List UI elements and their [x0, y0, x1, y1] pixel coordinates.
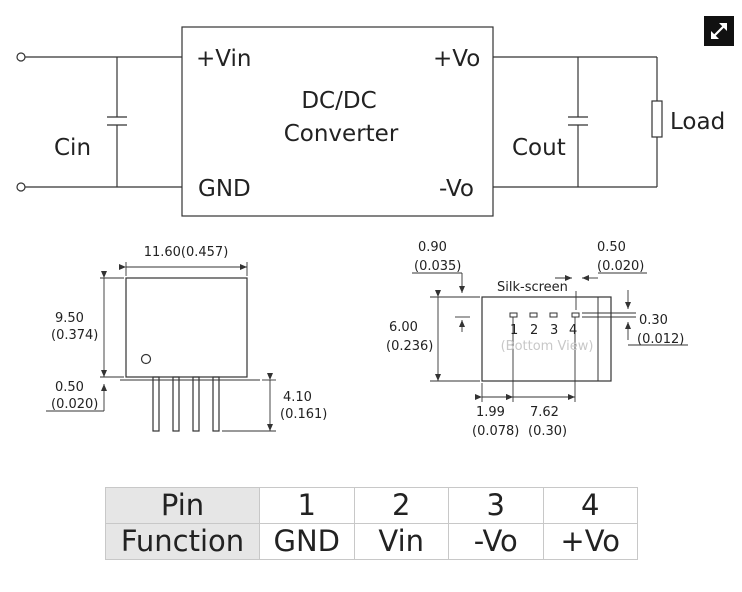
bottom-pin-thick-dim-in: (0.012)	[637, 332, 684, 347]
load-resistor	[651, 57, 663, 187]
pin-number-cell: 4	[542, 487, 638, 524]
pin-function-cell: +Vo	[542, 523, 638, 560]
pin-number-cell: 1	[259, 487, 355, 524]
side-pin-length-dim-in: (0.161)	[280, 407, 327, 422]
vo-plus-label: +Vo	[433, 46, 480, 72]
bottom-right-gap-dim: 0.50	[597, 240, 626, 255]
table-row: Function GND Vin -Vo +Vo	[105, 523, 638, 560]
pin1-marker	[140, 353, 152, 365]
module-body-side	[125, 277, 248, 378]
bottom-view-label: (Bottom View)	[501, 339, 594, 354]
side-pin-length-dim: 4.10	[283, 390, 312, 405]
side-view	[46, 262, 276, 432]
silk-screen-label: Silk-screen	[497, 280, 568, 295]
pin-function-table: Pin 1 2 3 4 Function GND Vin -Vo +Vo	[105, 487, 638, 560]
vin-plus-label: +Vin	[196, 46, 251, 72]
module-pins-side	[152, 376, 220, 432]
pin-function-cell: GND	[259, 523, 355, 560]
vo-minus-label: -Vo	[439, 176, 474, 202]
bottom-view	[412, 272, 688, 402]
converter-box	[181, 26, 494, 217]
schematic	[16, 26, 663, 217]
bottom-right-gap-dim-in: (0.020)	[597, 259, 644, 274]
bottom-pin-label-1: 1	[510, 323, 518, 338]
cout-label: Cout	[512, 135, 566, 161]
bottom-first-pin-dim-in: (0.078)	[472, 424, 519, 439]
bottom-height-dim: 6.00	[389, 320, 418, 335]
bottom-pin-label-3: 3	[550, 323, 558, 338]
bottom-pitch-dim: 7.62	[530, 405, 559, 420]
input-terminal-top	[16, 52, 26, 62]
bottom-height-dim-in: (0.236)	[386, 339, 433, 354]
pin-number-cell: 3	[448, 487, 544, 524]
side-height-dim: 9.50	[55, 311, 84, 326]
bottom-pin-width-dim-in: (0.035)	[414, 259, 461, 274]
side-standoff-dim: 0.50	[55, 380, 84, 395]
module-body-bottom	[481, 296, 612, 382]
cin-capacitor	[107, 57, 127, 187]
expand-arrows-icon	[711, 23, 727, 39]
side-standoff-dim-in: (0.020)	[51, 397, 98, 412]
expand-button[interactable]	[704, 16, 734, 46]
bottom-first-pin-dim: 1.99	[476, 405, 505, 420]
pin-function-cell: -Vo	[448, 523, 544, 560]
side-width-dim: 11.60(0.457)	[144, 245, 229, 260]
bottom-pin-pads	[509, 312, 580, 318]
table-row: Pin 1 2 3 4	[105, 487, 638, 524]
load-label: Load	[670, 109, 725, 135]
bottom-pin-thick-dim: 0.30	[639, 313, 668, 328]
function-header-cell: Function	[105, 523, 260, 560]
bottom-pin-width-dim: 0.90	[418, 240, 447, 255]
bottom-pin-label-2: 2	[530, 323, 538, 338]
pin-number-cell: 2	[353, 487, 449, 524]
converter-title-line2: Converter	[284, 121, 399, 147]
cin-label: Cin	[54, 135, 91, 161]
bottom-pitch-dim-in: (0.30)	[528, 424, 567, 439]
side-height-dim-in: (0.374)	[51, 328, 98, 343]
input-terminal-bottom	[16, 182, 26, 192]
pin-function-cell: Vin	[353, 523, 449, 560]
gnd-label: GND	[198, 176, 251, 202]
bottom-pin-label-4: 4	[569, 323, 577, 338]
converter-title-line1: DC/DC	[301, 88, 376, 114]
cout-capacitor	[568, 57, 588, 187]
pin-header-cell: Pin	[105, 487, 260, 524]
